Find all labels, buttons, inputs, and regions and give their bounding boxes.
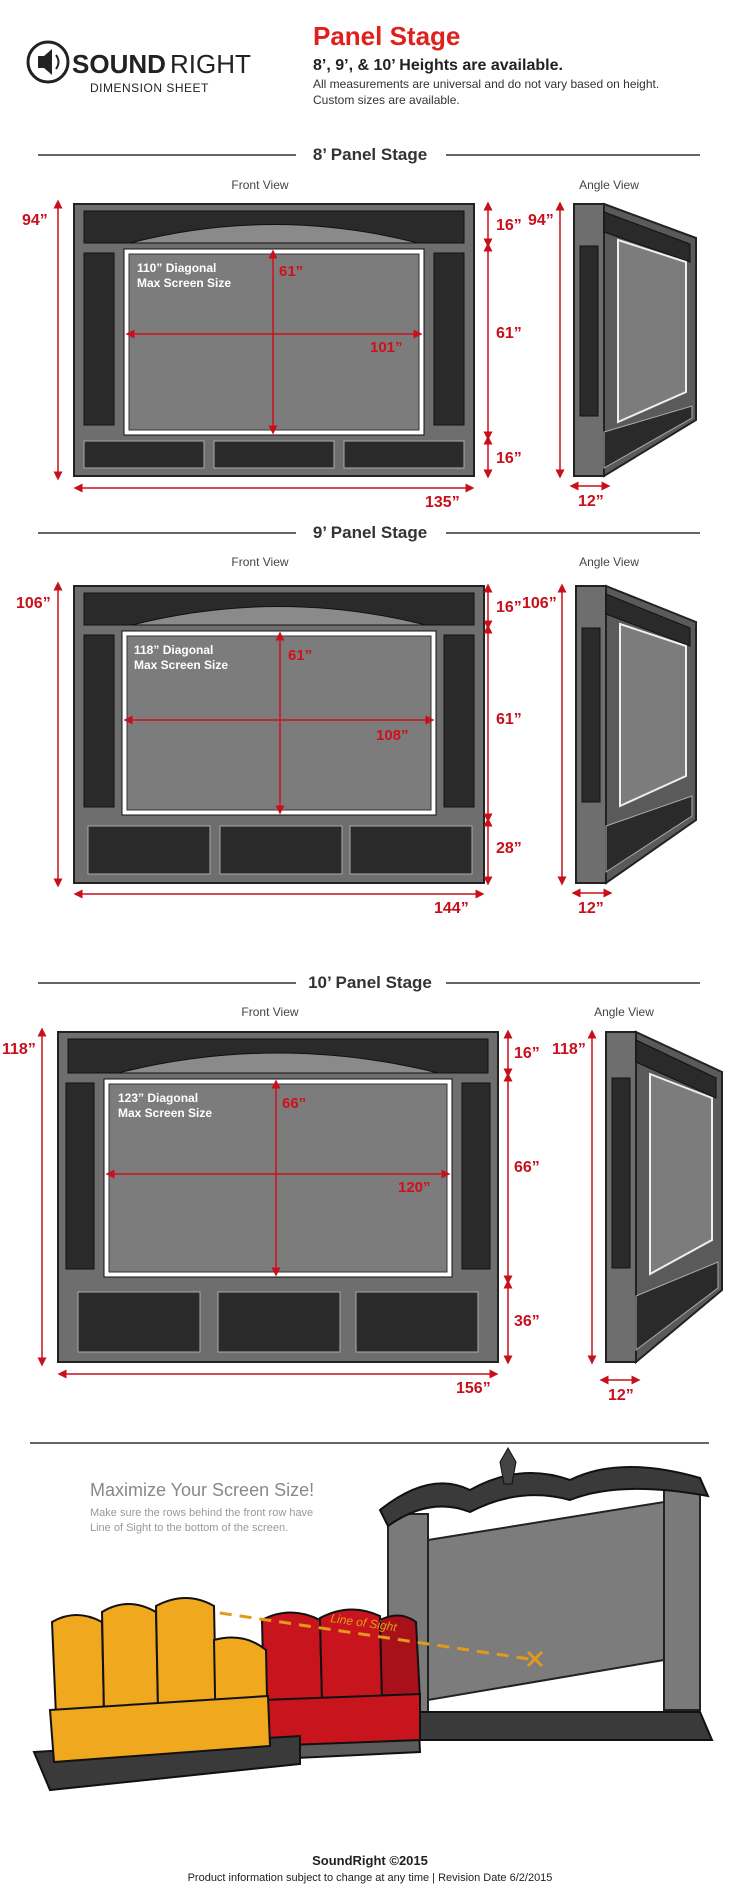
angle-view-drawing bbox=[573, 202, 697, 478]
front-row-seats bbox=[32, 1597, 301, 1792]
angle-height-dim: 106” bbox=[522, 595, 557, 612]
front-view-drawing: 110” Diagonal Max Screen Size 61” 101” bbox=[73, 203, 475, 477]
footer-disclaimer: Product information subject to change at… bbox=[188, 1872, 553, 1884]
max-screen-label: Max Screen Size bbox=[118, 1106, 212, 1120]
bottom-panel-dim: 28” bbox=[496, 840, 522, 857]
brand-name-bold: SOUND bbox=[72, 49, 166, 79]
angle-view-drawing bbox=[575, 584, 697, 885]
maximize-title: Maximize Your Screen Size! bbox=[90, 1480, 314, 1500]
max-screen-label: Max Screen Size bbox=[137, 276, 231, 290]
maximize-section: Maximize Your Screen Size! Make sure the… bbox=[32, 1446, 714, 1792]
diagonal-label: 118” Diagonal bbox=[134, 643, 213, 657]
depth-dim: 12” bbox=[608, 1387, 634, 1404]
overall-height-dim: 118” bbox=[2, 1041, 36, 1058]
middle-panel-dim: 61” bbox=[496, 711, 522, 728]
depth-dim: 12” bbox=[578, 493, 604, 510]
angle-height-dim: 118” bbox=[552, 1041, 586, 1058]
screen-width-dim: 120” bbox=[398, 1179, 431, 1196]
overall-width-dim: 144” bbox=[434, 900, 469, 917]
bottom-panel-dim: 36” bbox=[514, 1313, 540, 1330]
stage-8ft: 8’ Panel Stage Front View Angle View 110… bbox=[22, 145, 700, 511]
top-panel-dim: 16” bbox=[514, 1045, 540, 1062]
angle-view-label: Angle View bbox=[579, 178, 639, 192]
heights-available: 8’, 9’, & 10’ Heights are available. bbox=[313, 57, 563, 74]
angle-view-label: Angle View bbox=[594, 1005, 654, 1019]
page-title: Panel Stage bbox=[313, 21, 460, 51]
footer-copyright: SoundRight ©2015 bbox=[312, 1853, 428, 1868]
maximize-note-2: Line of Sight to the bottom of the scree… bbox=[90, 1522, 288, 1534]
stage-title: 9’ Panel Stage bbox=[313, 523, 427, 542]
front-view-label: Front View bbox=[241, 1005, 298, 1019]
stage-title: 8’ Panel Stage bbox=[313, 145, 427, 164]
diagonal-label: 123” Diagonal bbox=[118, 1091, 198, 1105]
angle-height-dim: 94” bbox=[528, 212, 554, 229]
screen-width-dim: 108” bbox=[376, 727, 409, 744]
bottom-panel-dim: 16” bbox=[496, 450, 522, 467]
middle-panel-dim: 61” bbox=[496, 325, 522, 342]
speaker-icon bbox=[26, 40, 70, 84]
angle-view-label: Angle View bbox=[579, 555, 639, 569]
angle-view-drawing bbox=[605, 1030, 723, 1365]
stage-illustration bbox=[358, 1446, 714, 1741]
note-universal: All measurements are universal and do no… bbox=[313, 77, 659, 91]
maximize-note-1: Make sure the rows behind the front row … bbox=[90, 1507, 313, 1519]
sight-target-icon bbox=[526, 1650, 544, 1668]
stage-10ft: 10’ Panel Stage Front View Angle View 12… bbox=[2, 973, 723, 1404]
screen-height-dim: 61” bbox=[279, 263, 303, 280]
back-row-seats bbox=[248, 1608, 422, 1762]
stage-9ft: 9’ Panel Stage Front View Angle View 118… bbox=[16, 523, 700, 917]
brand-subtitle: DIMENSION SHEET bbox=[90, 81, 209, 95]
diagonal-label: 110” Diagonal bbox=[137, 261, 216, 275]
note-custom: Custom sizes are available. bbox=[313, 93, 460, 107]
screen-width-dim: 101” bbox=[370, 339, 403, 356]
overall-width-dim: 156” bbox=[456, 1380, 491, 1397]
front-view-label: Front View bbox=[231, 555, 288, 569]
front-view-label: Front View bbox=[231, 178, 288, 192]
overall-height-dim: 106” bbox=[16, 595, 51, 612]
brand-logo: SOUND RIGHT DIMENSION SHEET bbox=[26, 40, 251, 95]
front-view-drawing: 123” Diagonal Max Screen Size 66” 120” bbox=[57, 1031, 499, 1363]
top-panel-dim: 16” bbox=[496, 217, 522, 234]
overall-width-dim: 135” bbox=[425, 494, 460, 511]
screen-height-dim: 61” bbox=[288, 647, 312, 664]
depth-dim: 12” bbox=[578, 900, 604, 917]
brand-name-light: RIGHT bbox=[170, 49, 251, 79]
stage-title: 10’ Panel Stage bbox=[308, 973, 432, 992]
overall-height-dim: 94” bbox=[22, 212, 48, 229]
top-panel-dim: 16” bbox=[496, 599, 522, 616]
front-view-drawing: 118” Diagonal Max Screen Size 61” 108” bbox=[73, 585, 485, 884]
middle-panel-dim: 66” bbox=[514, 1159, 540, 1176]
screen-height-dim: 66” bbox=[282, 1095, 306, 1112]
max-screen-label: Max Screen Size bbox=[134, 658, 228, 672]
